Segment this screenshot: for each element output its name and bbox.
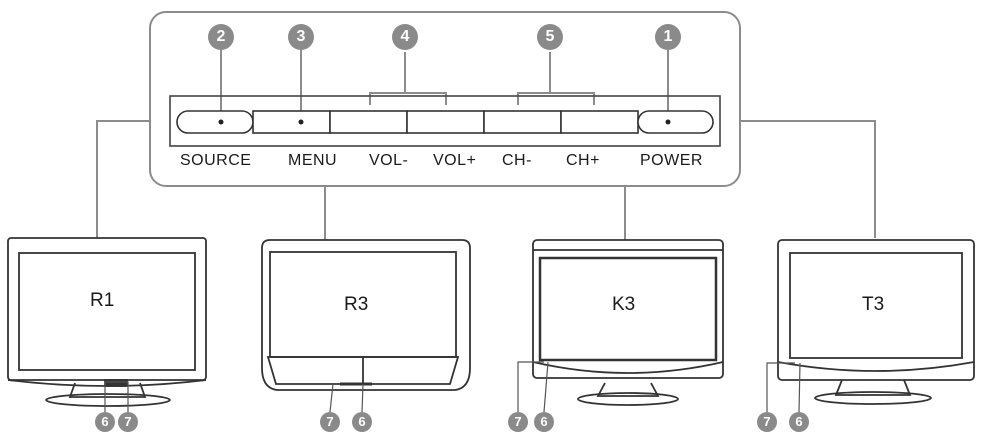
- monitor-r3: [261, 239, 471, 391]
- ch-bracket: [517, 92, 595, 105]
- monitor-k3: [532, 239, 724, 406]
- callout-badge-source: 2: [208, 24, 234, 50]
- power-button: [637, 110, 714, 134]
- callout-badge-power: 1: [655, 24, 681, 50]
- ch-up-button: [560, 110, 639, 134]
- button-strip-frame: [169, 95, 721, 147]
- vol-up-button: [406, 110, 485, 134]
- r1-callout-b: 7: [118, 412, 138, 432]
- vol-up-label: VOL+: [433, 152, 477, 169]
- k3-callout-b: 6: [534, 412, 554, 432]
- r3-callout-b: 6: [352, 412, 372, 432]
- button-panel-box: [149, 11, 741, 187]
- callout-badge-channel: 5: [537, 24, 563, 50]
- model-label-k3: K3: [612, 294, 636, 315]
- power-label: POWER: [640, 152, 703, 169]
- monitor-t3: [777, 239, 975, 405]
- t3-callout-a: 7: [757, 412, 777, 432]
- k3-callout-a: 7: [508, 412, 528, 432]
- menu-label: MENU: [288, 152, 338, 169]
- vol-down-button: [329, 110, 408, 134]
- model-label-r1: R1: [90, 290, 115, 311]
- model-label-t3: T3: [862, 294, 885, 315]
- model-label-r3: R3: [344, 294, 369, 315]
- vol-down-label: VOL-: [369, 152, 409, 169]
- connector-t3: [740, 120, 876, 238]
- source-label: SOURCE: [180, 152, 252, 169]
- vol-bracket: [369, 92, 447, 105]
- ch-down-label: CH-: [502, 152, 532, 169]
- ch-up-label: CH+: [566, 152, 600, 169]
- callout-badge-menu: 3: [288, 24, 314, 50]
- callout-badge-volume: 4: [392, 24, 418, 50]
- t3-callout-b: 6: [789, 412, 809, 432]
- menu-button: [252, 110, 331, 134]
- r1-callout-a: 6: [95, 412, 115, 432]
- connector-r1: [96, 120, 150, 238]
- ch-down-button: [483, 110, 562, 134]
- r3-callout-a: 7: [320, 412, 340, 432]
- monitor-r1: [7, 237, 207, 407]
- source-button: [176, 110, 254, 134]
